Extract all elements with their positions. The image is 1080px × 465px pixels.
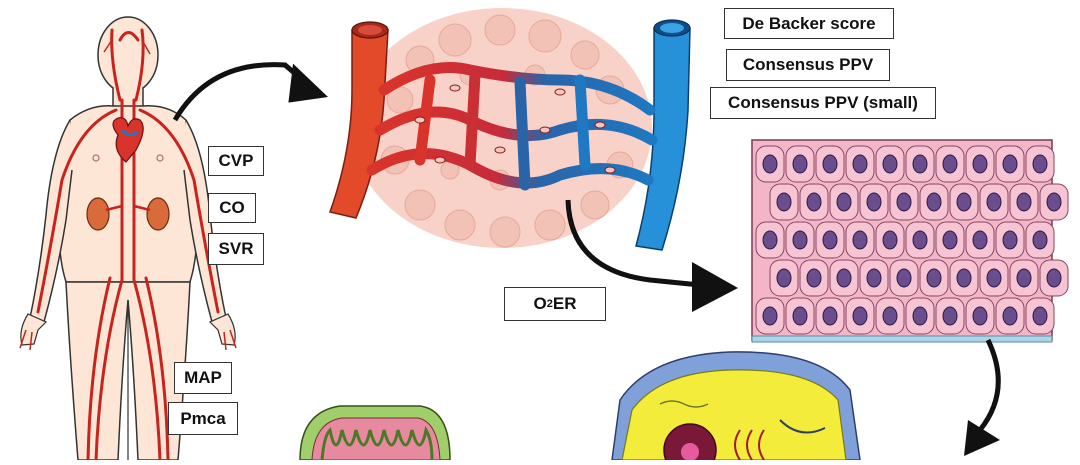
cell-nucleus [1046,192,1062,212]
consensus-ppv-label: Consensus PPV [726,49,890,81]
cell-nucleus [926,192,942,212]
arrowhead-icon [288,63,329,103]
cell-nucleus [852,230,868,250]
cell-nucleus [822,306,838,326]
cell-nucleus [1032,230,1048,250]
cell-nucleus [822,154,838,174]
cell-nucleus [822,230,838,250]
cell-nucleus [776,192,792,212]
cell-nucleus [852,154,868,174]
cell-nucleus [1016,268,1032,288]
cell-icon [611,351,861,465]
arrowhead-icon [692,262,738,312]
human-body-icon [19,16,237,462]
cell-nucleus [762,230,778,250]
cell-nucleus [1002,306,1018,326]
cell-nucleus [792,154,808,174]
cell-nucleus [942,306,958,326]
cell-nucleus [806,192,822,212]
mitochondrion-icon [299,405,451,461]
map-label: MAP [174,362,232,394]
cell-nucleus [836,268,852,288]
cell-nucleus [806,268,822,288]
curved-arrow-icon [978,338,1001,432]
epithelial-tissue-icon [751,139,1069,343]
cell-nucleus [972,306,988,326]
cell-nucleus [972,154,988,174]
cell-nucleus [836,192,852,212]
cell-nucleus [792,230,808,250]
cell-nucleus [912,154,928,174]
cell-nucleus [956,192,972,212]
cell-nucleus [1046,268,1062,288]
curved-arrow-icon [172,62,314,122]
pmca-label: Pmca [168,402,238,435]
cell-nucleus [956,268,972,288]
cell-nucleus [762,154,778,174]
capillary-network-icon [329,8,691,251]
cell-nucleus [1032,306,1048,326]
cell-nucleus [986,268,1002,288]
cell-nucleus [896,268,912,288]
cell-nucleus [896,192,912,212]
cell-nucleus [866,192,882,212]
cell-nucleus [866,268,882,288]
cell-nucleus [762,306,778,326]
cell-nucleus [912,306,928,326]
cell-nucleus [882,306,898,326]
cell-nucleus [792,306,808,326]
curved-arrow-icon [565,199,701,288]
cell-nucleus [776,268,792,288]
cell-nucleus [1002,154,1018,174]
cell-nucleus [852,306,868,326]
consensus-ppv-small-label: Consensus PPV (small) [710,87,936,119]
cell-nucleus [1032,154,1048,174]
cell-nucleus [1016,192,1032,212]
co-label: CO [208,193,256,223]
cell-nucleus [972,230,988,250]
cell-nucleus [942,154,958,174]
cell-nucleus [926,268,942,288]
cvp-label: CVP [208,146,264,176]
svr-label: SVR [208,233,264,265]
cell-nucleus [912,230,928,250]
cell-nucleus [986,192,1002,212]
cell-nucleus [882,230,898,250]
cell-nucleus [1002,230,1018,250]
cell-nucleus [942,230,958,250]
cell-nucleus [882,154,898,174]
arrowhead-icon [964,420,1000,456]
de-backer-score-label: De Backer score [724,8,894,39]
